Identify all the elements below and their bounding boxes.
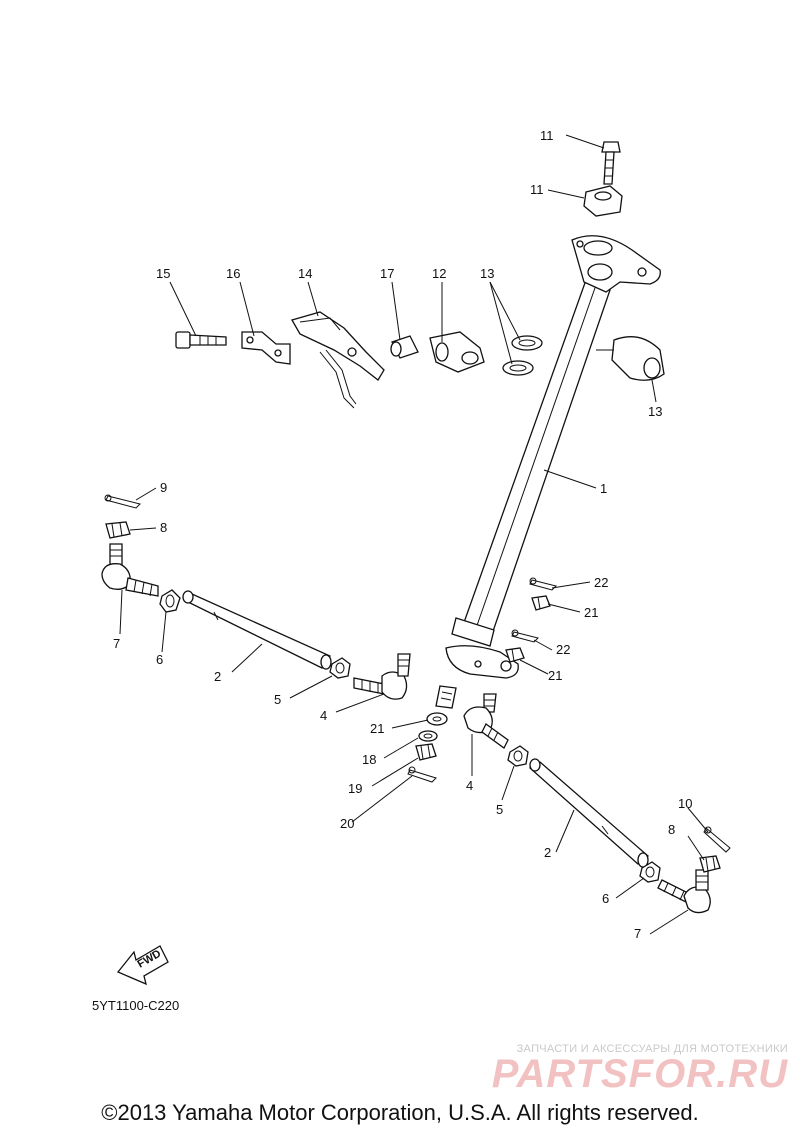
nut-left <box>329 657 351 679</box>
watermark-tagline: ЗАПЧАСТИ И АКСЕССУАРЫ ДЛЯ МОТОТЕХНИКИ <box>516 1043 788 1055</box>
bolt-top <box>601 141 621 185</box>
column-bushing-loose <box>429 331 485 373</box>
callout-19: 20 <box>340 816 354 831</box>
rod-end-inner-right <box>463 693 509 749</box>
cotter-pin-right <box>703 826 731 853</box>
callout-17: 18 <box>362 752 376 767</box>
oil-seals <box>502 335 543 376</box>
callout-8-left: 9 <box>160 480 167 495</box>
castle-nut-column <box>415 743 437 761</box>
nut-outer-right <box>639 861 661 883</box>
callout-7-right: 8 <box>668 822 675 837</box>
steering-column <box>435 235 661 709</box>
cotter-pin-pitman-upper <box>529 577 557 591</box>
copyright-notice: ©2013 Yamaha Motor Corporation, U.S.A. A… <box>101 1100 699 1125</box>
fwd-arrow-icon: FWD <box>116 945 169 986</box>
callout-11-loose: 12 <box>432 266 446 281</box>
callout-labels: 11 11 1 15 16 14 17 12 13 13 9 8 7 6 2 5… <box>92 128 692 1013</box>
callout-1: 1 <box>600 481 607 496</box>
rod-end-outer-right <box>657 869 711 914</box>
callout-8-right: 10 <box>678 796 692 811</box>
callout-12: 13 <box>480 266 494 281</box>
oil-seal-column <box>426 712 448 726</box>
callout-2-left: 2 <box>214 669 221 684</box>
callout-6-right: 6 <box>602 891 609 906</box>
callout-3-left: 4 <box>320 708 327 723</box>
callout-22-lower: 22 <box>556 642 570 657</box>
nut-right <box>507 745 529 767</box>
callout-18: 19 <box>348 781 362 796</box>
callout-21-lower: 21 <box>548 668 562 683</box>
callout-7-left: 8 <box>160 520 167 535</box>
callout-15: 16 <box>226 266 240 281</box>
cotter-pin-column <box>407 766 437 783</box>
plate <box>241 331 291 365</box>
callout-22-upper: 22 <box>594 575 608 590</box>
nut-outer-left <box>159 589 181 613</box>
bracket <box>291 311 385 409</box>
rod-end-inner-left <box>353 653 411 700</box>
callout-16: 17 <box>380 266 394 281</box>
callout-13: 14 <box>298 266 312 281</box>
castle-nut-left <box>105 521 131 539</box>
handlebar-holder <box>583 185 623 217</box>
callout-5-right: 5 <box>496 802 503 817</box>
drawing-code: 5YT1100-C220 <box>92 998 179 1013</box>
callout-5-left: 5 <box>274 692 281 707</box>
rod-end-outer-left <box>101 543 159 597</box>
bolt-bracket <box>175 331 227 349</box>
leader-lines <box>119 134 709 935</box>
washer <box>418 730 438 742</box>
tie-rod-left <box>182 590 332 670</box>
collar <box>390 335 419 359</box>
callout-3-right: 4 <box>466 778 473 793</box>
callout-9: 11 <box>530 182 544 197</box>
nut-pitman-lower <box>505 647 525 663</box>
column-bushing-installed <box>611 336 665 381</box>
cotter-pin-left <box>104 494 141 509</box>
callout-21-upper: 21 <box>584 605 598 620</box>
callout-4-left: 7 <box>113 636 120 651</box>
callout-20: 21 <box>370 721 384 736</box>
callout-11-installed: 13 <box>648 404 662 419</box>
nut-pitman-upper <box>531 595 551 611</box>
callout-2-right: 2 <box>544 845 551 860</box>
castle-nut-right <box>699 855 721 873</box>
watermark-logo: PARTSFOR.RU <box>491 1052 788 1096</box>
callout-14: 15 <box>156 266 170 281</box>
callout-6-left: 6 <box>156 652 163 667</box>
cotter-pin-pitman-lower <box>511 629 539 643</box>
callout-4-right: 7 <box>634 926 641 941</box>
callout-10: 11 <box>540 128 554 143</box>
